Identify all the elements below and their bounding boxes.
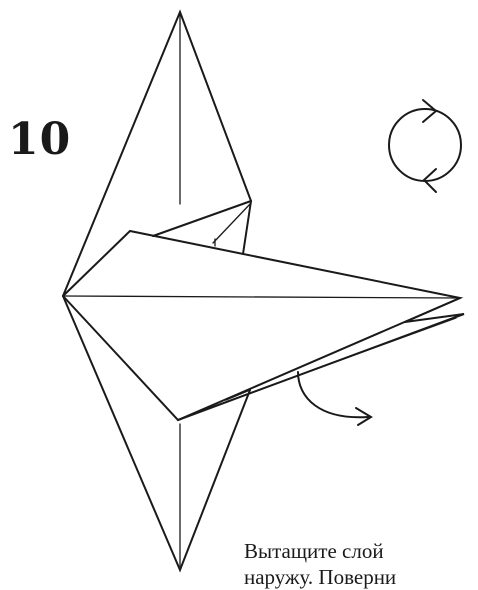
- instruction-line-1: Вытащите слой: [244, 538, 396, 564]
- instruction-text: Вытащите слой наружу. Поверни: [244, 538, 396, 590]
- upper-wing: [63, 12, 251, 296]
- curved-arrow-icon: [298, 372, 371, 425]
- lower-wing: [63, 296, 250, 570]
- central-flap: [63, 231, 460, 420]
- instruction-line-2: наружу. Поверни: [244, 564, 396, 590]
- pulled-layer: [178, 314, 464, 420]
- turn-over-icon: [389, 100, 461, 192]
